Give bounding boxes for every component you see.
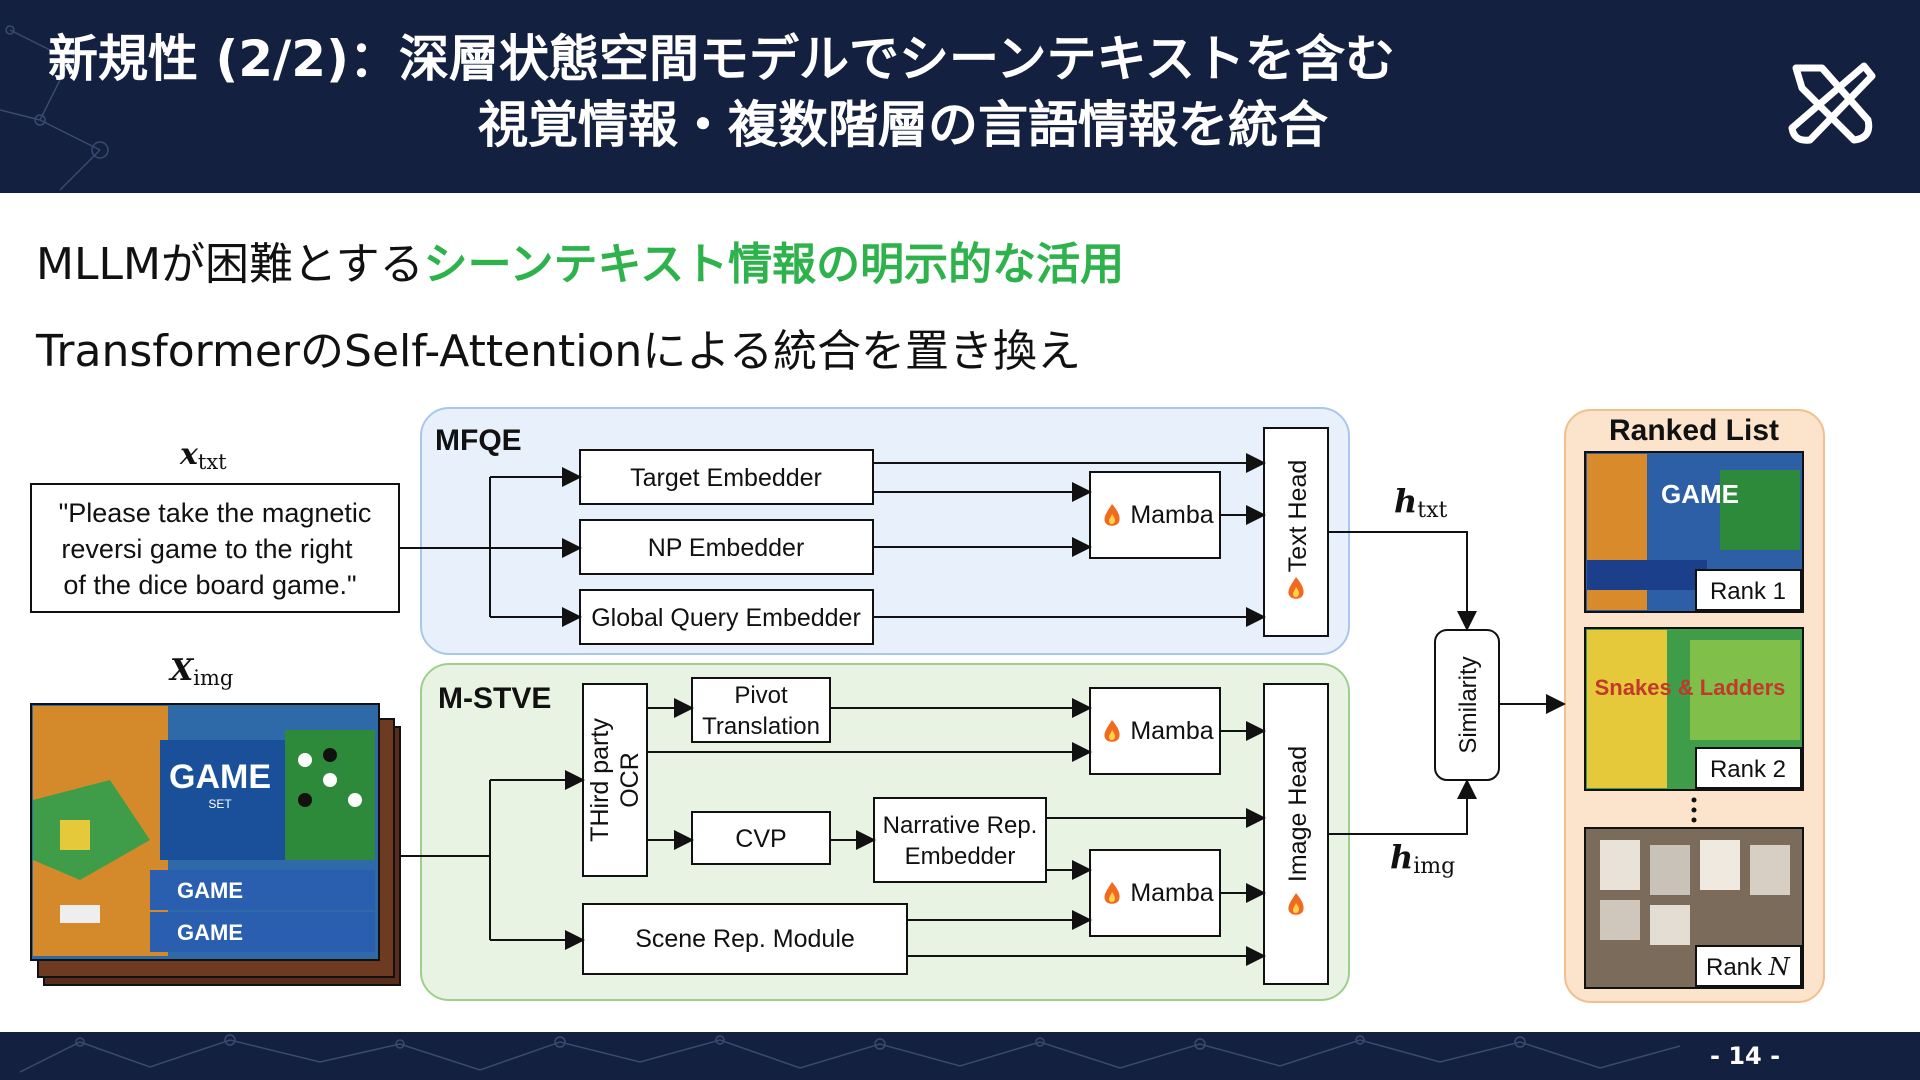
rank-2-thumbnail: Snakes & Ladders Rank 2 [1584,627,1804,791]
slide-footer: - 14 - [0,1032,1920,1080]
network-pattern-decoration [0,25,109,191]
slide-title-line-1: 新規性 (2/2)：深層状態空間モデルでシーンテキストを含む [48,30,1395,88]
game-box-set-label: SET [208,797,232,811]
ocr-label-line-2: OCR [616,752,644,808]
bullet-line-1-plain: MLLMが困難とする [36,239,424,290]
target-embedder-box [579,449,874,505]
narrative-embedder-label-line-2: Embedder [905,843,1016,870]
game-box-stack-label-2: GAME [177,920,243,945]
h-txt-variable: htxt [1394,482,1448,523]
target-embedder-label: Target Embedder [630,464,822,492]
global-query-embedder-box [579,589,874,645]
np-embedder-label: NP Embedder [648,534,805,562]
image-head-box [1263,683,1329,985]
h-img-variable: himg [1390,838,1455,879]
narrative-embedder-box [873,797,1047,883]
rank-1-game-label: GAME [1661,479,1739,509]
np-embedder-box [579,519,874,575]
rank-n-thumbnail: Rank N [1584,827,1804,989]
image-head-label: Image Head [1284,746,1312,882]
slide-header: 新規性 (2/2)：深層状態空間モデルでシーンテキストを含む 視覚情報・複数階層… [0,0,1920,193]
x-img-variable: Ximg [168,653,233,690]
rank-1-label: Rank 1 [1710,578,1786,605]
mamba-image-label-1: Mamba [1130,717,1213,745]
game-box-stack-label-1: GAME [177,878,243,903]
bullet-line-2: TransformerのSelf-Attentionによる統合を置き換え [36,326,1081,377]
cvp-box [691,811,831,865]
ranked-list-title: Ranked List [1609,414,1779,447]
ocr-label-line-1: THird party [586,718,614,842]
global-query-embedder-label: Global Query Embedder [591,604,861,632]
bullet-line-1-highlight: シーンテキスト情報の明示的な活用 [423,239,1125,290]
x-txt-variable: xtxt [179,437,227,474]
text-head-label: Text Head [1284,460,1312,573]
query-text-box [30,483,400,613]
input-image-stack: GAME SET GAME GAME [30,703,401,986]
narrative-embedder-label-line-1: Narrative Rep. [883,812,1038,839]
page-number: - 14 - [1710,1042,1781,1070]
bullet-line-1: MLLMが困難とするシーンテキスト情報の明示的な活用 [36,243,1124,287]
similarity-label: Similarity [1455,656,1482,753]
connector-arrows [399,453,1566,966]
pivot-translation-label-line-1: Pivot [734,682,788,709]
rank-n-label: Rank N [1706,953,1791,981]
cvp-label: CVP [735,825,786,853]
game-box-title: GAME [169,758,271,796]
ellipsis-dots [1691,797,1697,823]
mfqe-label: MFQE [435,424,522,457]
crossed-tools-icon [1788,62,1876,144]
rank-2-label: Rank 2 [1710,756,1786,783]
text-head-box [1263,427,1329,637]
query-line-3: of the dice board game." [63,570,356,600]
pivot-translation-box [691,677,831,743]
mamba-image-label-2: Mamba [1130,879,1213,907]
pivot-translation-label-line-2: Translation [702,713,820,740]
query-line-2: reversi game to the right [61,534,353,564]
scene-rep-module-label: Scene Rep. Module [635,925,855,953]
mstve-label: M-STVE [438,682,551,715]
rank-2-game-title: Snakes & Ladders [1595,675,1786,700]
rank-1-thumbnail: GAME Rank 1 [1584,451,1804,613]
scene-rep-module-box [582,903,908,975]
mamba-text-label: Mamba [1130,501,1213,529]
query-line-1: "Please take the magnetic [59,498,372,528]
slide-title-line-2: 視覚情報・複数階層の言語情報を統合 [478,96,1328,154]
footer-network-decoration [19,1034,1681,1073]
